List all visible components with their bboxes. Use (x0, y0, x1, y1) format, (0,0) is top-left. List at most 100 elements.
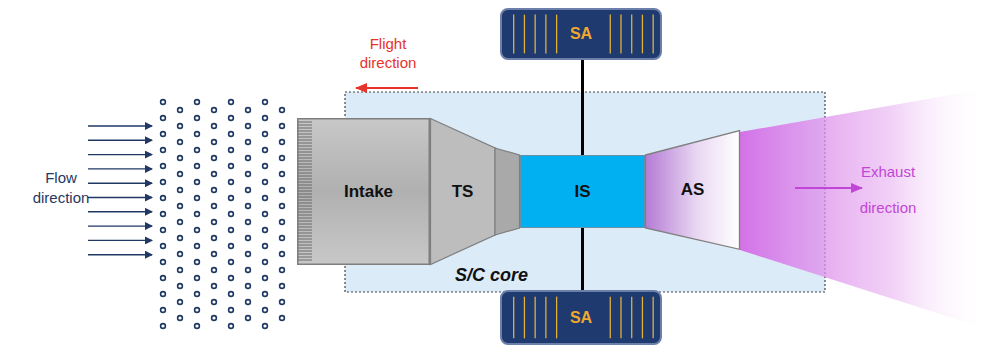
particle-dot (280, 252, 285, 257)
particle-dot (246, 108, 251, 113)
particle-dot (229, 196, 234, 201)
particle-dot (280, 204, 285, 209)
particle-dot (161, 100, 166, 105)
particle-dot (212, 236, 217, 241)
as-section: AS (645, 130, 740, 250)
particle-dot (178, 220, 183, 225)
particle-dot (195, 196, 200, 201)
particle-dot (229, 276, 234, 281)
flight-label-box: Flight direction (350, 34, 426, 72)
particle-dot (263, 196, 268, 201)
particle-dot (195, 212, 200, 217)
particle-dot (229, 228, 234, 233)
particle-dot (280, 124, 285, 129)
particle-dot (246, 188, 251, 193)
particle-dot (263, 260, 268, 265)
particle-dot (280, 316, 285, 321)
boom-line (581, 60, 584, 155)
particle-dot (178, 140, 183, 145)
ts-shape (430, 118, 520, 265)
particle-dot (246, 300, 251, 305)
particle-dot (212, 268, 217, 273)
particle-dot (246, 140, 251, 145)
node-label: IS (574, 182, 590, 202)
particle-dot (161, 212, 166, 217)
particle-dot (263, 292, 268, 297)
flow-label-box: Flow direction (30, 168, 92, 208)
particle-dot (280, 284, 285, 289)
exhaust-arrow (795, 187, 862, 189)
node-label: TS (452, 182, 474, 202)
particle-dot (178, 316, 183, 321)
particle-field (161, 100, 285, 329)
particle-dot (161, 228, 166, 233)
particle-dot (178, 172, 183, 177)
particle-dot (161, 276, 166, 281)
particle-dot (178, 268, 183, 273)
node-label: AS (681, 180, 705, 200)
ts-section: TS (430, 118, 520, 265)
particle-dot (195, 100, 200, 105)
particle-dot (161, 132, 166, 137)
particle-dot (178, 188, 183, 193)
particle-dot (212, 124, 217, 129)
particle-dot (195, 260, 200, 265)
particle-dot (229, 308, 234, 313)
particle-dot (212, 284, 217, 289)
particle-dot (161, 260, 166, 265)
particle-dot (195, 292, 200, 297)
particle-dot (229, 100, 234, 105)
particle-dot (161, 180, 166, 185)
spacecraft-core: S/C coreIntakeTSISAS (345, 92, 825, 292)
flow-arrow (88, 182, 152, 183)
particle-dot (178, 124, 183, 129)
flight-arrow (356, 87, 418, 89)
particle-dot (229, 260, 234, 265)
solar-array: SA (500, 290, 662, 345)
particle-dot (178, 300, 183, 305)
particle-dot (178, 108, 183, 113)
particle-dot (229, 180, 234, 185)
particle-dot (178, 252, 183, 257)
particle-dot (263, 116, 268, 121)
particle-dot (229, 244, 234, 249)
particle-dot (178, 284, 183, 289)
flow-arrow (88, 168, 152, 169)
particle-dot (195, 276, 200, 281)
particle-dot (178, 204, 183, 209)
particle-dot (212, 220, 217, 225)
particle-dot (229, 324, 234, 329)
particle-dot (195, 324, 200, 329)
particle-dot (229, 212, 234, 217)
node-label: Intake (344, 182, 393, 202)
boom-line (581, 228, 584, 290)
flow-arrow (88, 197, 152, 198)
particle-dot (263, 244, 268, 249)
particle-dot (178, 236, 183, 241)
is-box: IS (520, 155, 645, 228)
particle-dot (246, 220, 251, 225)
flow-label: Flow direction (30, 168, 92, 208)
particle-dot (212, 140, 217, 145)
particle-dot (280, 220, 285, 225)
exhaust-plume (740, 88, 990, 330)
particle-dot (161, 196, 166, 201)
particle-dot (195, 228, 200, 233)
particle-dot (280, 172, 285, 177)
particle-dot (263, 324, 268, 329)
particle-dot (280, 300, 285, 305)
particle-dot (246, 268, 251, 273)
particle-dot (178, 156, 183, 161)
particle-dot (246, 316, 251, 321)
particle-dot (161, 148, 166, 153)
particle-dot (246, 172, 251, 177)
particle-dot (212, 188, 217, 193)
particle-dot (212, 204, 217, 209)
exhaust-label: Exhaust direction (850, 154, 926, 226)
particle-dot (212, 156, 217, 161)
exhaust-label-box: Exhaust direction (850, 154, 926, 226)
flow-arrow (88, 240, 152, 241)
node-label: SA (570, 309, 592, 327)
particle-dot (229, 116, 234, 121)
